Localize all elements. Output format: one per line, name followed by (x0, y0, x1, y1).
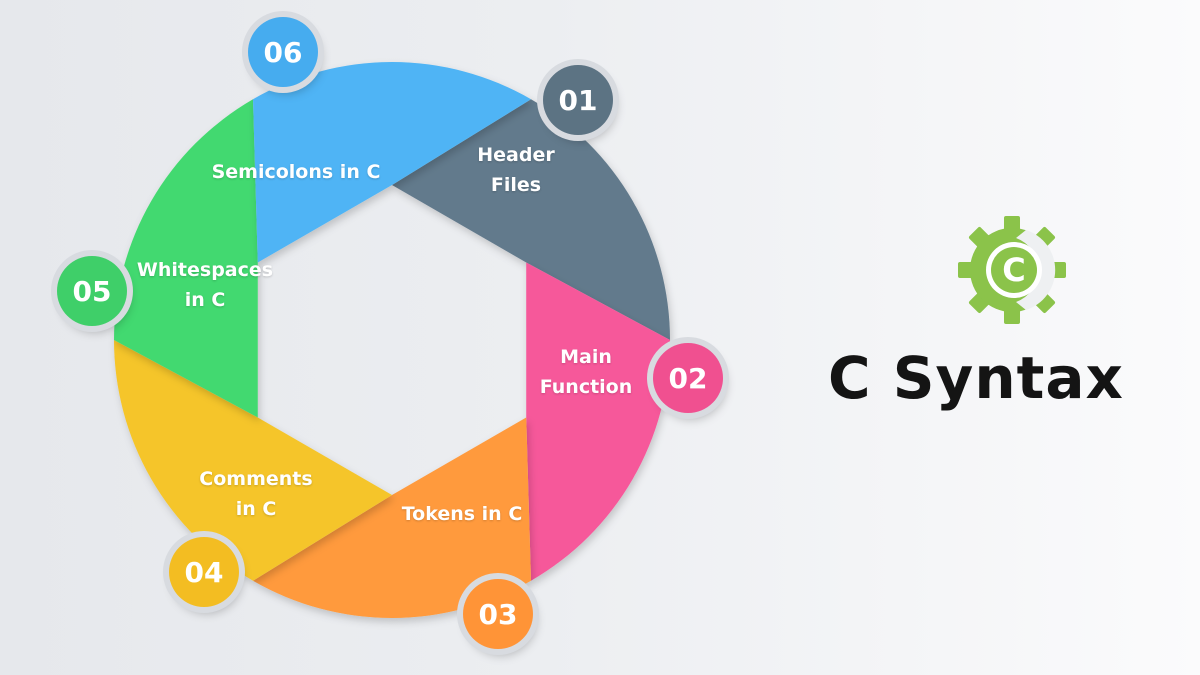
number-badge-03: 03 (463, 579, 533, 649)
segment-label-line: Function (539, 376, 633, 398)
page-title: C Syntax (828, 344, 1124, 412)
segment-01 (392, 99, 670, 340)
segment-03 (253, 417, 531, 618)
segment-05 (114, 99, 258, 418)
segment-label-line: Comments (199, 468, 313, 490)
segment-label-04: Comments in C (199, 464, 312, 524)
segment-06 (253, 61, 531, 263)
segment-label-line: Header (477, 144, 555, 166)
segment-label-line: Semicolons in C (211, 161, 381, 183)
logo-letter: C (1002, 251, 1025, 289)
segment-04 (114, 340, 392, 581)
segment-label-03: Tokens in C (402, 499, 523, 529)
segment-label-line: in C (235, 498, 277, 520)
number-badge-01: 01 (543, 65, 613, 135)
segment-label-line: Main (560, 346, 612, 368)
gear-c-icon: C (958, 216, 1066, 324)
number-badge-02: 02 (653, 343, 723, 413)
segment-label-line: in C (184, 289, 226, 311)
number-badge-06: 06 (248, 17, 318, 87)
segment-label-05: Whitespaces in C (137, 255, 273, 315)
segment-label-line: Files (490, 174, 542, 196)
segment-label-06: Semicolons in C (212, 157, 381, 187)
segment-label-line: Tokens in C (401, 503, 523, 525)
number-badge-05: 05 (57, 256, 127, 326)
segment-label-line: Whitespaces (136, 259, 274, 281)
number-badge-04: 04 (169, 537, 239, 607)
segment-02 (526, 262, 670, 581)
